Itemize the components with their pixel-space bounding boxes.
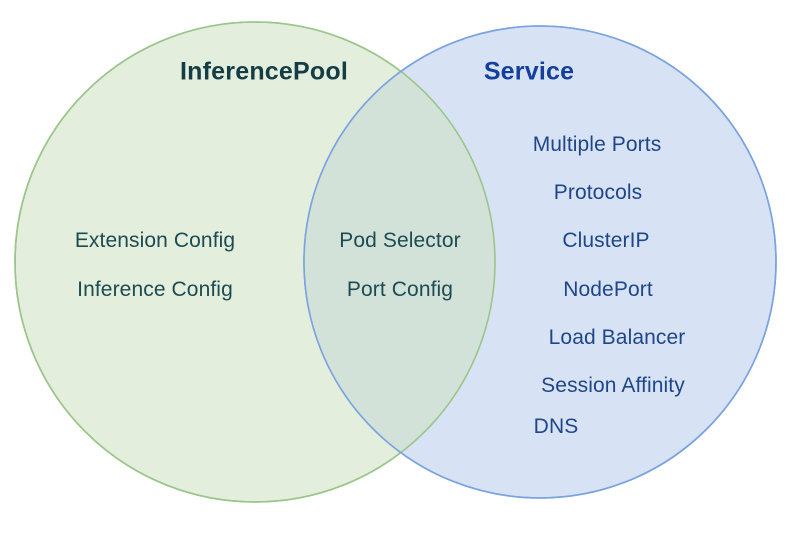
left-circle-title: InferencePool bbox=[180, 57, 348, 86]
right-item-nodeport: NodePort bbox=[563, 278, 653, 301]
left-item-extension-config: Extension Config bbox=[74, 229, 236, 252]
right-item-clusterip: ClusterIP bbox=[562, 229, 650, 252]
right-circle-title: Service bbox=[483, 57, 575, 86]
intersection-region[interactable] bbox=[304, 26, 776, 498]
right-circle-outline bbox=[303, 25, 777, 499]
right-item-multiple-ports: Multiple Ports bbox=[532, 133, 662, 156]
right-item-protocols: Protocols bbox=[553, 181, 643, 204]
intersection-item-pod-selector: Pod Selector bbox=[339, 229, 461, 252]
left-circle-outline bbox=[14, 21, 496, 503]
right-item-session-affinity: Session Affinity bbox=[541, 374, 685, 397]
left-item-inference-config: Inference Config bbox=[77, 278, 233, 301]
right-item-load-balancer: Load Balancer bbox=[548, 326, 686, 349]
intersection-item-port-config: Port Config bbox=[346, 278, 454, 301]
right-item-dns: DNS bbox=[533, 415, 579, 438]
